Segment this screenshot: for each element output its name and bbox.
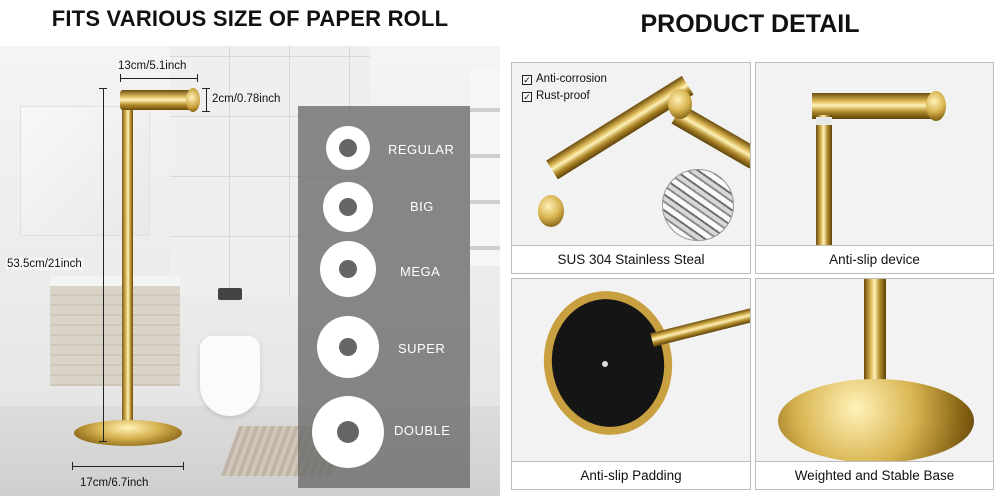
arm-length-tick-right <box>197 74 198 82</box>
roll-size-label: SUPER <box>398 341 446 356</box>
rubber-pad <box>534 282 682 444</box>
holder-pole <box>864 279 886 399</box>
stand-base <box>74 420 182 446</box>
height-line <box>103 88 104 442</box>
roll-size-label: BIG <box>410 199 434 214</box>
feature-label: Rust-proof <box>536 90 590 102</box>
card-caption: SUS 304 Stainless Steal <box>512 245 750 273</box>
stand-arm-cap <box>186 88 200 112</box>
toilet <box>200 336 260 416</box>
arm-length-tick-left <box>120 74 121 82</box>
feature-checklist: ✓ Anti-corrosion ✓ Rust-proof <box>522 71 607 105</box>
left-panel-title: FITS VARIOUS SIZE OF PAPER ROLL <box>51 6 449 31</box>
height-label: 53.5cm/21inch <box>6 258 83 270</box>
holder-arm <box>812 93 938 119</box>
detail-card-anti-slip-padding: Anti-slip Padding <box>511 278 751 490</box>
holder-joint <box>668 89 692 119</box>
detail-card-anti-slip-device: Anti-slip device <box>755 62 994 274</box>
anti-slip-device-photo <box>756 63 993 245</box>
anti-slip-padding-photo <box>512 279 750 461</box>
roll-super-icon <box>317 316 379 378</box>
stand-arm <box>120 90 196 110</box>
pad-screw <box>602 361 608 367</box>
card-caption: Anti-slip device <box>756 245 993 273</box>
roll-size-label: REGULAR <box>388 142 455 157</box>
wall-shelf <box>470 66 500 266</box>
height-tick-bottom <box>99 441 107 442</box>
holder-pole <box>816 115 832 245</box>
left-panel: FITS VARIOUS SIZE OF PAPER ROLL 13cm/5.1… <box>0 6 500 496</box>
anti-slip-ring <box>816 117 832 125</box>
roll-sizes-panel: REGULAR BIG MEGA SUPER DOUBLE <box>298 106 470 488</box>
feature-item: ✓ Rust-proof <box>522 88 607 105</box>
vanity-cabinet <box>50 276 180 386</box>
arm-length-label: 13cm/5.1inch <box>118 60 187 72</box>
right-panel: PRODUCT DETAIL ✓ Anti-corrosion ✓ Rust-p… <box>500 0 1000 496</box>
holder-end-cap <box>926 91 946 121</box>
card-caption: Weighted and Stable Base <box>756 461 993 489</box>
weighted-base <box>778 379 974 461</box>
stainless-steel-zoom <box>662 169 734 241</box>
roll-size-label: DOUBLE <box>394 423 451 438</box>
arm-length-line <box>120 78 198 79</box>
height-tick-top <box>99 88 107 89</box>
roll-big-icon <box>323 182 373 232</box>
arm-diameter-tick-top <box>202 88 210 89</box>
checkbox-checked-icon: ✓ <box>522 74 532 85</box>
flush-plate <box>218 288 242 300</box>
base-diameter-tick-right <box>183 462 184 470</box>
weighted-base-photo <box>756 279 993 461</box>
feature-item: ✓ Anti-corrosion <box>522 71 607 88</box>
base-diameter-tick-left <box>72 462 73 470</box>
arm-diameter-label: 2cm/0.78inch <box>212 93 281 105</box>
arm-diameter-tick-bottom <box>202 111 210 112</box>
holder-end-cap <box>538 195 564 227</box>
holder-pole <box>650 306 750 347</box>
stand-pole <box>122 102 133 432</box>
steel-photo <box>512 63 750 245</box>
roll-regular-icon <box>326 126 370 170</box>
base-diameter-label: 17cm/6.7inch <box>80 477 149 489</box>
roll-size-label: MEGA <box>400 264 441 279</box>
detail-card-weighted-base: Weighted and Stable Base <box>755 278 994 490</box>
detail-card-steel: ✓ Anti-corrosion ✓ Rust-proof SUS 304 St… <box>511 62 751 274</box>
roll-double-icon <box>312 396 384 468</box>
roll-mega-icon <box>320 241 376 297</box>
right-panel-title: PRODUCT DETAIL <box>640 10 860 38</box>
base-diameter-line <box>72 466 184 467</box>
feature-label: Anti-corrosion <box>536 73 607 85</box>
checkbox-checked-icon: ✓ <box>522 91 532 102</box>
arm-diameter-line <box>206 88 207 112</box>
card-caption: Anti-slip Padding <box>512 461 750 489</box>
